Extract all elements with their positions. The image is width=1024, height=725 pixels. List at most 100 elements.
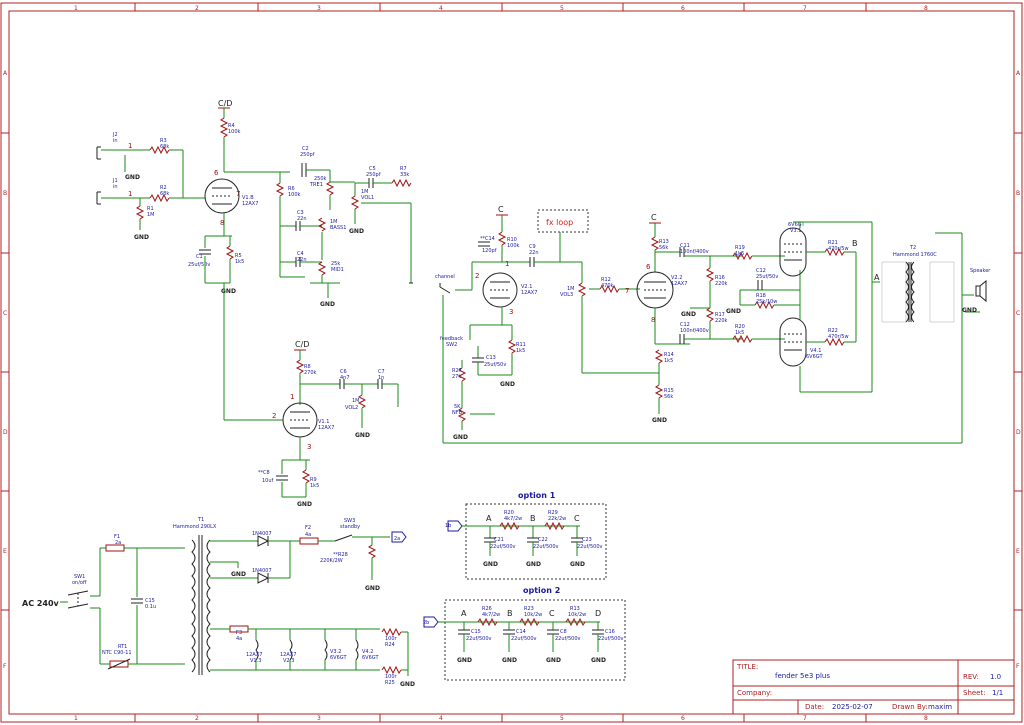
j1-value: in bbox=[113, 184, 118, 190]
opt1-c21-label: C21 bbox=[494, 537, 504, 543]
gnd-v2a: GND bbox=[500, 381, 515, 388]
sheet-value: 1/1 bbox=[992, 689, 1003, 697]
fx-loop: fx loop 1M VOL3 R12 470k bbox=[537, 209, 659, 374]
opt2-r23-value: 10k/2w bbox=[524, 612, 542, 618]
v4-value: 6V6GT bbox=[806, 354, 823, 360]
c15-value: 0.1u bbox=[145, 604, 156, 610]
r18-value: 25k/10w bbox=[756, 299, 777, 305]
c8-value: 10uf bbox=[262, 478, 274, 484]
col-4-bottom: 4 bbox=[439, 715, 443, 722]
t2-label: T2 bbox=[909, 245, 916, 251]
opt1-gnd-1: GND bbox=[483, 561, 498, 568]
v13-value: V1.3 bbox=[250, 658, 261, 664]
c3-value: 22n bbox=[297, 216, 307, 222]
opt2-node-c: C bbox=[549, 609, 555, 618]
date-label: Date: bbox=[805, 703, 824, 711]
v42-label: V4.2 bbox=[362, 649, 373, 655]
inner-frame bbox=[8, 10, 1015, 715]
c5-value: 250pf bbox=[366, 172, 381, 178]
c12-value: 25uf/50v bbox=[756, 274, 778, 280]
row-a: A bbox=[3, 70, 8, 77]
opt2-r13-label: R13 bbox=[570, 606, 580, 612]
r20-label: R20 bbox=[735, 324, 745, 330]
sheet-label: Sheet: bbox=[963, 689, 986, 697]
r15-label: R15 bbox=[664, 388, 674, 394]
c15-label: C15 bbox=[145, 598, 155, 604]
gnd-nfb: GND bbox=[453, 434, 468, 441]
rt1-label: RT1 bbox=[118, 644, 127, 650]
svg-text:1: 1 bbox=[128, 190, 132, 198]
opt2-c16-value: 22uf/500v bbox=[598, 636, 624, 642]
v3-label: 6V6GT bbox=[788, 222, 805, 228]
gnd-v1a: GND bbox=[297, 501, 312, 508]
r12-value: 470k bbox=[601, 283, 614, 289]
r16-label: R16 bbox=[715, 275, 725, 281]
power-supply: AC 240v SW1 on/off F1 2a C15 0.1u RT1 NT… bbox=[22, 517, 415, 688]
net-cd-2: C/D bbox=[295, 340, 309, 349]
r3-value: 68k bbox=[160, 144, 169, 150]
c4-value: 22n bbox=[297, 257, 307, 263]
svg-text:3: 3 bbox=[307, 443, 311, 451]
sw3-value: standby bbox=[340, 524, 360, 530]
svg-text:8: 8 bbox=[651, 316, 655, 324]
r9-label: R9 bbox=[310, 477, 317, 483]
r27-value: 27k bbox=[452, 374, 461, 380]
col-5-bottom: 5 bbox=[560, 715, 564, 722]
option-1-title: option 1 bbox=[518, 491, 556, 500]
f1-label: F1 bbox=[114, 534, 120, 540]
r9-value: 1k5 bbox=[310, 483, 319, 489]
option-1-port: 1b bbox=[445, 523, 451, 529]
svg-text:2: 2 bbox=[272, 412, 276, 420]
col-5: 5 bbox=[560, 5, 564, 12]
opt2-gnd-1: GND bbox=[457, 657, 472, 664]
r20-value: 1k5 bbox=[735, 330, 744, 336]
r11-label: R11 bbox=[516, 342, 526, 348]
opt2-r13-value: 10k/2w bbox=[568, 612, 586, 618]
t1-value: Hammond 290LX bbox=[173, 524, 217, 530]
col-4: 4 bbox=[439, 5, 443, 12]
row-e: E bbox=[3, 548, 7, 555]
drawn-by-label: Drawn By: bbox=[892, 703, 928, 711]
r1-label: R1 bbox=[147, 206, 154, 212]
row-b: B bbox=[3, 190, 7, 197]
c14a-value: 120pf bbox=[482, 248, 497, 254]
speaker-label: Speaker bbox=[970, 268, 991, 274]
r19-value: 1k5 bbox=[735, 251, 744, 257]
svg-text:8: 8 bbox=[220, 219, 224, 227]
feedback-label: feedback bbox=[440, 336, 463, 342]
vol1-value: VOL1 bbox=[361, 195, 374, 201]
date-value: 2025-02-07 bbox=[832, 703, 873, 711]
c9-label: C9 bbox=[529, 244, 536, 250]
net-c-1: C bbox=[498, 205, 504, 214]
gnd-vol2: GND bbox=[355, 432, 370, 439]
col-7-bottom: 7 bbox=[803, 715, 807, 722]
c1-value: 25uf/50v bbox=[188, 262, 210, 268]
r18-label: R18 bbox=[756, 293, 766, 299]
bass-label: 1M bbox=[330, 219, 338, 225]
col-3-bottom: 3 bbox=[317, 715, 321, 722]
rt1-value: NTC C90-11 bbox=[102, 650, 132, 656]
tre-label: 250k bbox=[314, 176, 327, 182]
bass-value: BASS1 bbox=[330, 225, 346, 231]
svg-text:6: 6 bbox=[214, 169, 219, 177]
v23-label: 12AX7 bbox=[280, 652, 296, 658]
gnd-v1b: GND bbox=[221, 288, 236, 295]
f2-value: 4a bbox=[305, 532, 311, 538]
second-channel: C/D R8 270k C6 4n7 C7 1n 1M VOL2 GND 1 2… bbox=[223, 283, 399, 508]
r25-label: R25 bbox=[385, 680, 395, 686]
col-2-bottom: 2 bbox=[195, 715, 199, 722]
option-1-box: option 1 1b A R20 4k7/2w B R29 22k/2w C … bbox=[445, 491, 607, 580]
r6-value: 100k bbox=[288, 192, 301, 198]
r16-value: 220k bbox=[715, 281, 728, 287]
vol3-value: VOL3 bbox=[560, 292, 573, 298]
v1b-value: 12AX7 bbox=[242, 201, 258, 207]
gnd-tone: GND bbox=[320, 301, 335, 308]
v2b-label: V2.2 bbox=[671, 275, 682, 281]
col-1-bottom: 1 bbox=[74, 715, 78, 722]
r10-label: R10 bbox=[507, 237, 517, 243]
row-d: D bbox=[3, 429, 8, 436]
row-f: F bbox=[3, 663, 7, 670]
opt1-node-b: B bbox=[530, 514, 536, 523]
